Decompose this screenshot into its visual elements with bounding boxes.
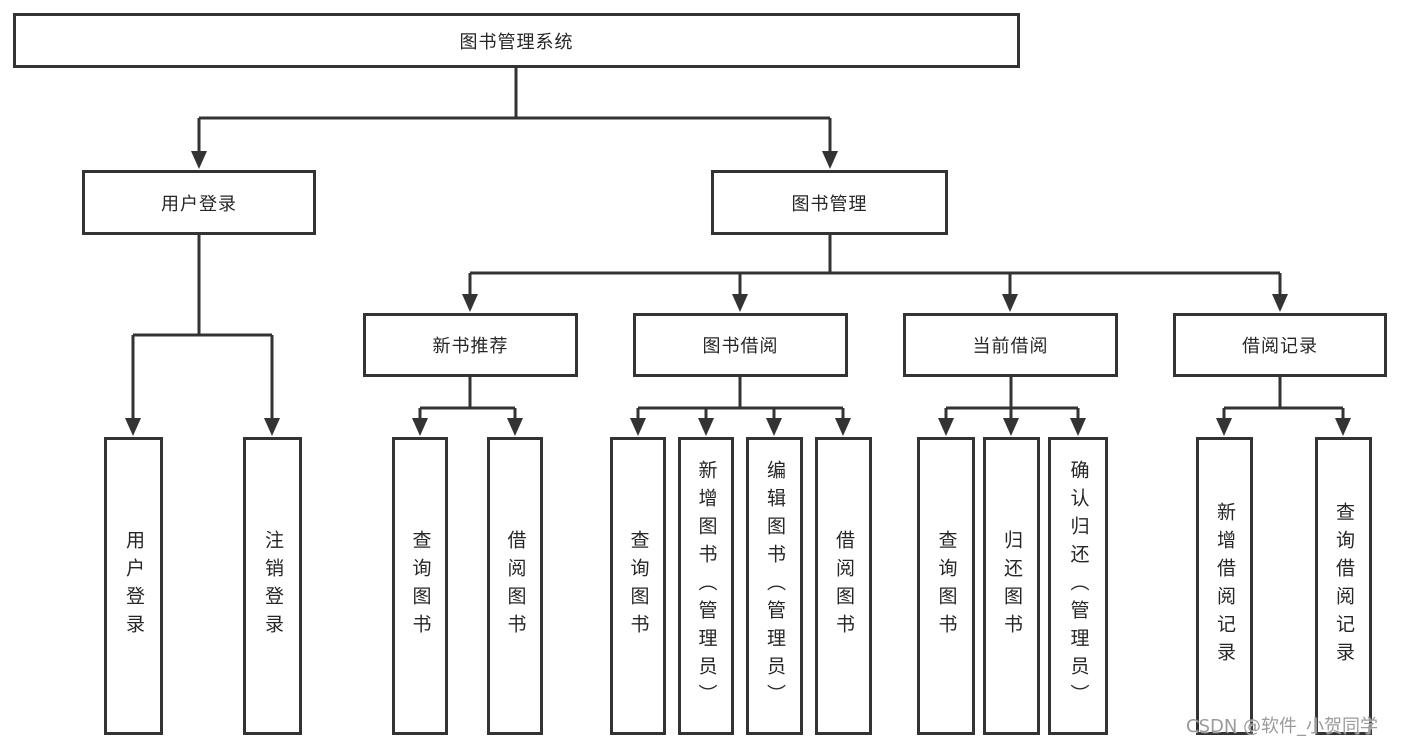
node-borrowing-records: 借阅记录 xyxy=(1173,313,1387,377)
leaf-confirm-return-admin: 确认归还（管理员） xyxy=(1048,437,1108,735)
node-library-system: 图书管理系统 xyxy=(13,13,1020,68)
node-user-login: 用户登录 xyxy=(82,170,316,235)
leaf-add-borrow-record-label: 新增借阅记录 xyxy=(1214,502,1236,670)
csdn-watermark: CSDN @软件_小贺同学 xyxy=(1186,716,1379,737)
leaf-query-books-recommend: 查询图书 xyxy=(392,437,448,735)
node-book-borrowing-label: 图书借阅 xyxy=(702,336,779,357)
leaf-edit-book-admin-label: 编辑图书（管理员） xyxy=(764,460,786,712)
leaf-add-book-admin-label: 新增图书（管理员） xyxy=(695,460,718,712)
leaf-query-borrow-record-label: 查询借阅记录 xyxy=(1333,502,1355,670)
leaf-user-login: 用户登录 xyxy=(104,437,163,735)
leaf-borrow-books-recommend-label: 借阅图书 xyxy=(504,530,527,642)
node-book-management-label: 图书管理 xyxy=(791,193,868,215)
node-new-book-recommend: 新书推荐 xyxy=(363,313,578,377)
node-book-borrowing: 图书借阅 xyxy=(633,313,848,377)
node-current-borrowing-label: 当前借阅 xyxy=(972,336,1049,357)
leaf-edit-book-admin: 编辑图书（管理员） xyxy=(746,437,803,735)
leaf-confirm-return-admin-label: 确认归还（管理员） xyxy=(1067,460,1090,712)
leaf-logout-login-label: 注销登录 xyxy=(262,530,284,642)
node-new-book-recommend-label: 新书推荐 xyxy=(432,336,509,357)
node-library-system-label: 图书管理系统 xyxy=(459,31,574,53)
leaf-borrow-books-borrowing-label: 借阅图书 xyxy=(833,530,855,642)
leaf-query-books-borrowing: 查询图书 xyxy=(610,437,666,735)
leaf-query-books-borrowing-label: 查询图书 xyxy=(627,530,650,642)
node-borrowing-records-label: 借阅记录 xyxy=(1242,336,1318,357)
leaf-add-borrow-record: 新增借阅记录 xyxy=(1196,437,1253,735)
leaf-return-books-label: 归还图书 xyxy=(1001,530,1023,642)
leaf-query-books-current: 查询图书 xyxy=(917,437,975,735)
node-user-login-label: 用户登录 xyxy=(161,193,237,215)
node-current-borrowing: 当前借阅 xyxy=(903,313,1118,377)
leaf-return-books: 归还图书 xyxy=(983,437,1040,735)
node-book-management: 图书管理 xyxy=(711,170,948,235)
leaf-borrow-books-borrowing: 借阅图书 xyxy=(815,437,872,735)
leaf-query-books-current-label: 查询图书 xyxy=(935,530,958,642)
leaf-logout-login: 注销登录 xyxy=(243,437,302,735)
leaf-query-books-recommend-label: 查询图书 xyxy=(409,530,432,642)
leaf-borrow-books-recommend: 借阅图书 xyxy=(487,437,543,735)
leaf-query-borrow-record: 查询借阅记录 xyxy=(1315,437,1372,735)
leaf-user-login-label: 用户登录 xyxy=(123,530,145,642)
leaf-add-book-admin: 新增图书（管理员） xyxy=(678,437,734,735)
